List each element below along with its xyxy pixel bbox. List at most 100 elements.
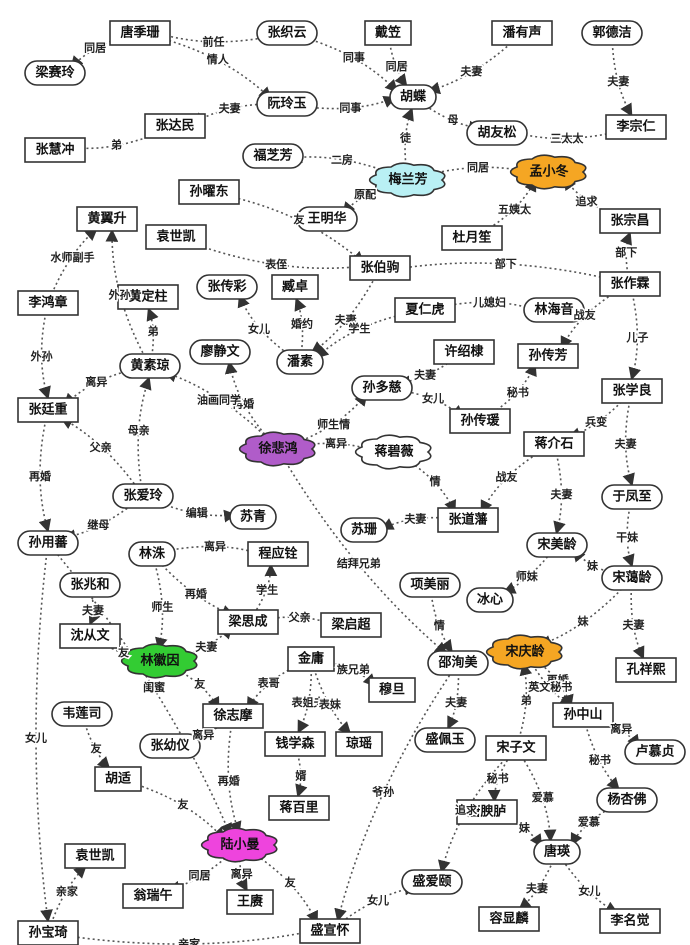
node-shape [368, 162, 446, 198]
node-fuzhifang: 福芝芳 [242, 143, 304, 169]
node-shape [485, 735, 547, 761]
node-pansu: 潘素 [276, 349, 324, 375]
edge-label: 离异 [192, 727, 214, 741]
edge-label: 亲家 [56, 884, 79, 898]
node-shape [17, 397, 79, 423]
node-zhangchuanyan: 张传彩 [196, 274, 258, 300]
edge-shaoxunmei-shengxuanhuai [334, 662, 459, 922]
node-shape [394, 297, 456, 323]
node-linzhu: 林洙 [128, 541, 176, 567]
node-shape [229, 504, 277, 530]
node-shape [605, 114, 667, 140]
edge-label: 夫妻 [414, 367, 436, 381]
edge-label: 再婚 [547, 673, 569, 687]
node-qianxuesen: 钱学森 [264, 731, 326, 757]
edge-label: 友 [285, 875, 296, 889]
node-shape [122, 883, 184, 909]
node-label: 翁瑞午 [132, 888, 172, 904]
edge-label: 妹 [518, 820, 531, 834]
node-label: 徐志摩 [212, 708, 253, 724]
edge-huangsuqiong-huangyisheng [105, 228, 151, 367]
node-shape [517, 343, 579, 369]
node-shape [509, 154, 587, 190]
edge-label: 夫妻 [615, 437, 637, 451]
node-shape [109, 20, 171, 46]
edge-xubeihong-shaoxunmei [277, 448, 448, 655]
edge-label: 再婚 [29, 469, 51, 483]
node-label: 潘素 [287, 354, 313, 370]
node-shape [217, 609, 279, 635]
node-shape [552, 702, 614, 728]
node-label: 黄翼升 [87, 211, 126, 227]
node-shape [533, 839, 581, 865]
edge-sunzhongshan-yangxingfo [582, 714, 620, 791]
edge-label: 二房 [331, 152, 353, 166]
node-label: 卢慕贞 [635, 744, 674, 760]
node-label: 孙宝琦 [28, 925, 67, 941]
node-zhangyouyi: 张幼仪 [139, 733, 201, 759]
node-xiarenhu: 夏仁虎 [394, 297, 456, 323]
node-shape [94, 766, 142, 792]
edge-label: 女儿 [367, 893, 389, 907]
node-label: 钱学森 [275, 736, 315, 752]
node-shape [200, 827, 278, 863]
node-shape [76, 206, 138, 232]
edge-label: 夫妻 [195, 639, 217, 653]
edge-xubeihong-sunduoci [277, 392, 368, 450]
node-label: 林洙 [139, 546, 166, 562]
node-jiangbiwei: 蒋碧薇 [354, 434, 432, 470]
node-shape [523, 431, 585, 457]
node-linhuiyin: 林徽因 [120, 643, 198, 679]
node-shape [24, 137, 86, 163]
edge-label: 秘书 [589, 753, 611, 767]
node-label: 阮玲玉 [267, 96, 306, 112]
edge-label: 夫妻 [445, 695, 467, 709]
node-label: 黄素琼 [130, 358, 169, 374]
node-sunzhongshan: 孙中山 [552, 702, 614, 728]
node-liangsicheng: 梁思成 [217, 609, 279, 635]
node-duyuesheng: 杜月笙 [441, 225, 503, 251]
edge-zhangailing-zhangtingzhong [59, 417, 144, 497]
edge-xiangmeili-shaoxunmei [429, 584, 453, 654]
edge-label: 夫妻 [526, 881, 548, 895]
node-songailing: 宋蔼龄 [601, 565, 663, 591]
node-label: 穆旦 [379, 682, 405, 698]
node-wengruiwu: 翁瑞午 [122, 883, 184, 909]
edge-label: 友 [294, 212, 305, 226]
node-label: 孟小冬 [529, 164, 568, 180]
node-sunyongfan: 孙用蕃 [17, 530, 79, 556]
edge-label: 表妹 [318, 697, 342, 711]
edge-label: 离异 [231, 867, 253, 881]
node-shape [24, 60, 86, 86]
node-shengpeiyu: 盛佩玉 [414, 727, 476, 753]
node-label: 孙多慈 [362, 380, 401, 396]
node-shape [624, 739, 686, 765]
edge-label: 三太太 [550, 131, 584, 145]
edge-label: 妹 [576, 614, 589, 628]
edge-label: 部下 [615, 245, 637, 259]
edge-label: 追求 [576, 194, 599, 208]
edge-label: 同居 [386, 60, 408, 73]
edge-label: 婚约 [291, 317, 313, 331]
node-label: 张爱玲 [123, 488, 163, 504]
edge-label: 夫妻 [335, 312, 357, 326]
edge-meilanfang-wangminghua [342, 179, 409, 216]
node-label: 张幼仪 [150, 738, 190, 754]
node-label: 福芝芳 [252, 148, 292, 164]
node-label: 张宗昌 [610, 213, 649, 229]
node-shape [242, 143, 304, 169]
node-label: 张兆和 [70, 577, 109, 593]
edge-hudie-huyousong [412, 96, 483, 134]
node-shape [189, 339, 251, 365]
node-shape [17, 920, 79, 945]
edge-label: 友 [91, 741, 102, 755]
node-muwang: 穆旦 [368, 677, 416, 703]
node-label: 臧卓 [282, 279, 308, 295]
node-shape [340, 517, 388, 543]
node-zhanghuichong: 张慧冲 [24, 137, 86, 163]
node-liangqichao: 梁启超 [320, 612, 382, 638]
node-shape [59, 623, 121, 649]
edge-panyousheng-hudie [426, 32, 523, 95]
edge-label: 母亲 [128, 423, 150, 437]
node-shape [491, 20, 553, 46]
